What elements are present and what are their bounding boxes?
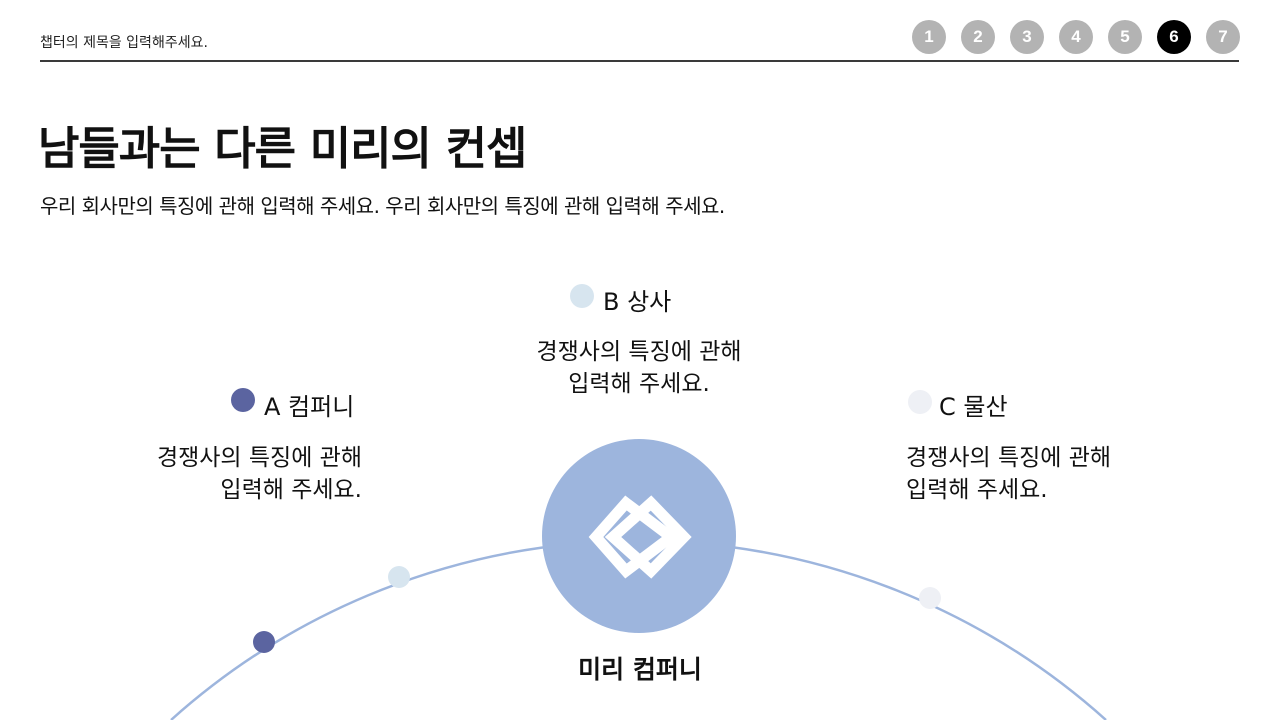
legend-dot-c [908, 390, 932, 414]
page-button-3[interactable]: 3 [1010, 20, 1044, 54]
item-label-a: A 컴퍼니 [264, 393, 355, 421]
item-desc-c-line1: 경쟁사의 특징에 관해 [906, 445, 1112, 471]
orbit-marker-a [253, 631, 275, 653]
item-desc-b-line2: 입력해 주세요. [568, 371, 710, 397]
page-button-2[interactable]: 2 [961, 20, 995, 54]
page-button-5[interactable]: 5 [1108, 20, 1142, 54]
chapter-title: 챕터의 제목을 입력해주세요. [40, 35, 208, 51]
item-desc-c: 경쟁사의 특징에 관해 입력해 주세요. [906, 442, 1111, 506]
slide-title: 남들과는 다른 미리의 컨셉 [38, 122, 527, 175]
legend-dot-b [570, 284, 594, 308]
header-divider [40, 60, 1239, 62]
page-button-6[interactable]: 6 [1157, 20, 1191, 54]
item-label-b: B 상사 [603, 288, 672, 316]
item-desc-b-line1: 경쟁사의 특징에 관해 [536, 339, 742, 365]
page-button-4[interactable]: 4 [1059, 20, 1093, 54]
center-label: 미리 컴퍼니 [578, 655, 702, 684]
legend-dot-a [231, 388, 255, 412]
item-desc-b: 경쟁사의 특징에 관해 입력해 주세요. [489, 336, 789, 400]
orbit-marker-c [919, 587, 941, 609]
item-desc-c-line2: 입력해 주세요. [906, 477, 1048, 503]
item-desc-a-line2: 입력해 주세요. [220, 477, 362, 503]
page-button-7[interactable]: 7 [1206, 20, 1240, 54]
item-desc-a-line1: 경쟁사의 특징에 관해 [156, 445, 362, 471]
center-circle [542, 439, 736, 633]
item-desc-a: 경쟁사의 특징에 관해 입력해 주세요. [157, 442, 362, 506]
diamond-logo-icon [588, 495, 692, 579]
orbit-marker-b [388, 566, 410, 588]
slide-subtitle: 우리 회사만의 특징에 관해 입력해 주세요. 우리 회사만의 특징에 관해 입… [40, 194, 725, 218]
item-label-c: C 물산 [939, 393, 1008, 421]
page-button-1[interactable]: 1 [912, 20, 946, 54]
